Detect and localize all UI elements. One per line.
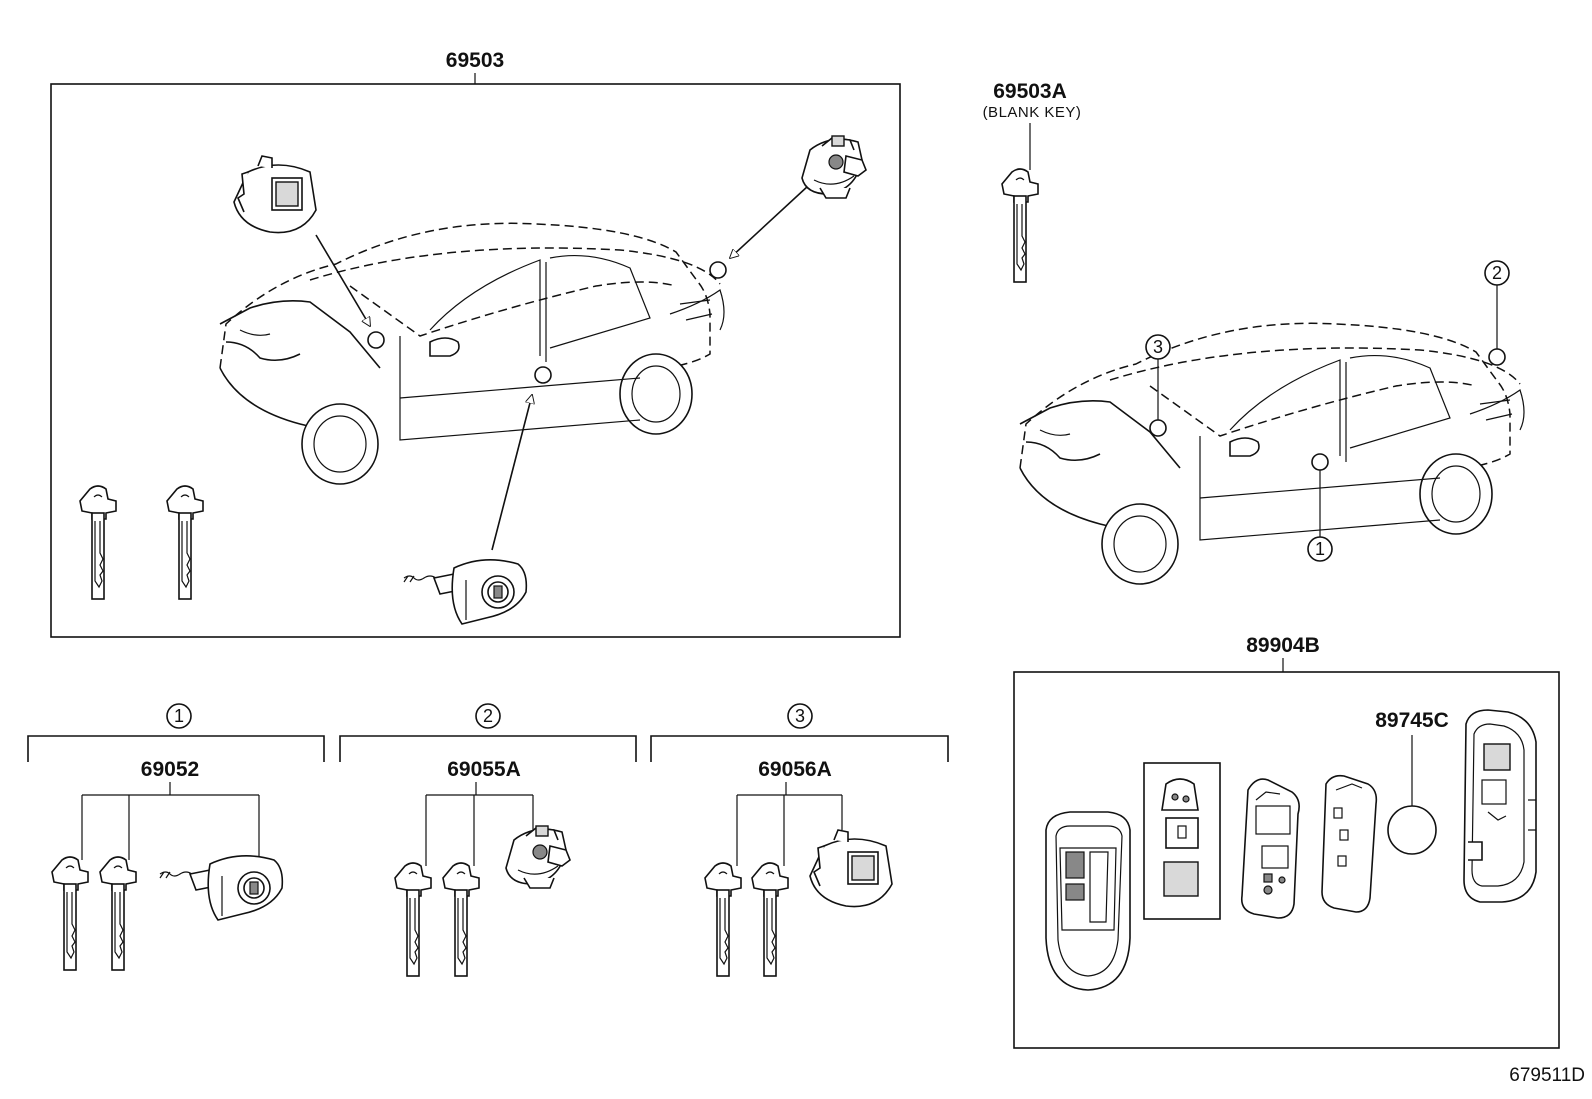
marker-2-label: 2: [1492, 263, 1502, 283]
trunk-lock-part: [801, 135, 867, 199]
group-1-key-1: [51, 856, 89, 971]
group-1-part-number: 69052: [141, 758, 199, 781]
group-2-key-2: [442, 862, 480, 977]
group-3-bracket: [650, 735, 949, 762]
key-1: [79, 485, 117, 600]
group-1-marker-label: 1: [174, 706, 184, 726]
group-2-trunk-lock: [505, 825, 571, 889]
car-illustration-left: [219, 222, 725, 485]
battery-part-number: 89745C: [1375, 709, 1449, 732]
assembly-part-number: 69503: [446, 49, 504, 72]
hood-location-dot: [367, 331, 385, 349]
marker-1-circle: [1307, 536, 1333, 562]
hood-lock-part: [233, 155, 317, 234]
rubber-pad: [1321, 774, 1378, 913]
group-1-marker: [166, 703, 192, 729]
illustration-reference: 679511D: [1509, 1065, 1585, 1086]
arrow-trunk: [730, 185, 809, 258]
key-2: [166, 485, 204, 600]
blank-key-note: (BLANK KEY): [983, 104, 1082, 121]
arrow-door: [491, 395, 532, 551]
fob-front-shell: [1045, 811, 1131, 991]
group-1-key-2: [99, 856, 137, 971]
circuit-board: [1240, 778, 1300, 919]
marker-2-circle: [1484, 260, 1510, 286]
group-3-hood-lock: [809, 829, 893, 908]
group-2-part-number: 69055A: [447, 758, 521, 781]
blank-key-part: [1001, 168, 1039, 283]
group-2-marker-label: 2: [483, 706, 493, 726]
group-1-door-lock: [159, 855, 284, 921]
battery-coin-cell: [1387, 805, 1437, 855]
group-2-marker: [475, 703, 501, 729]
smart-key-section: 89904B: [1013, 634, 1560, 1049]
group-2: 2 69055A: [339, 703, 637, 977]
blank-key-section: 69503A (BLANK KEY): [983, 80, 1082, 283]
trunk-marker-dot: [1488, 348, 1506, 366]
group-3-marker: [787, 703, 813, 729]
arrow-hood: [315, 234, 370, 326]
assembly-69503: 69503: [50, 49, 901, 638]
group-3: 3 69056A: [650, 703, 949, 977]
hood-marker-dot: [1149, 419, 1167, 437]
door-location-dot: [534, 366, 552, 384]
marker-3-label: 3: [1153, 337, 1163, 357]
location-car-section: 3 2 1: [1019, 260, 1525, 585]
assembly-frame: [50, 83, 901, 638]
group-2-key-1: [394, 862, 432, 977]
marker-1-label: 1: [1315, 539, 1325, 559]
smart-key-part-number: 89904B: [1246, 634, 1320, 657]
smart-key-frame: [1013, 671, 1560, 1049]
group-3-key-1: [704, 862, 742, 977]
group-3-key-2: [751, 862, 789, 977]
door-marker-dot: [1311, 453, 1329, 471]
fob-rear-shell: [1463, 709, 1537, 903]
group-1: 1 69052: [27, 703, 325, 971]
group-3-part-number: 69056A: [758, 758, 832, 781]
button-pad-box: [1143, 762, 1221, 920]
group-1-bracket: [27, 735, 325, 762]
car-illustration-right: [1019, 322, 1525, 585]
door-lock-part: [403, 559, 528, 625]
blank-key-part-number: 69503A: [993, 80, 1067, 103]
group-3-marker-label: 3: [795, 706, 805, 726]
marker-3-circle: [1145, 334, 1171, 360]
trunk-location-dot: [709, 261, 727, 279]
group-2-bracket: [339, 735, 637, 762]
